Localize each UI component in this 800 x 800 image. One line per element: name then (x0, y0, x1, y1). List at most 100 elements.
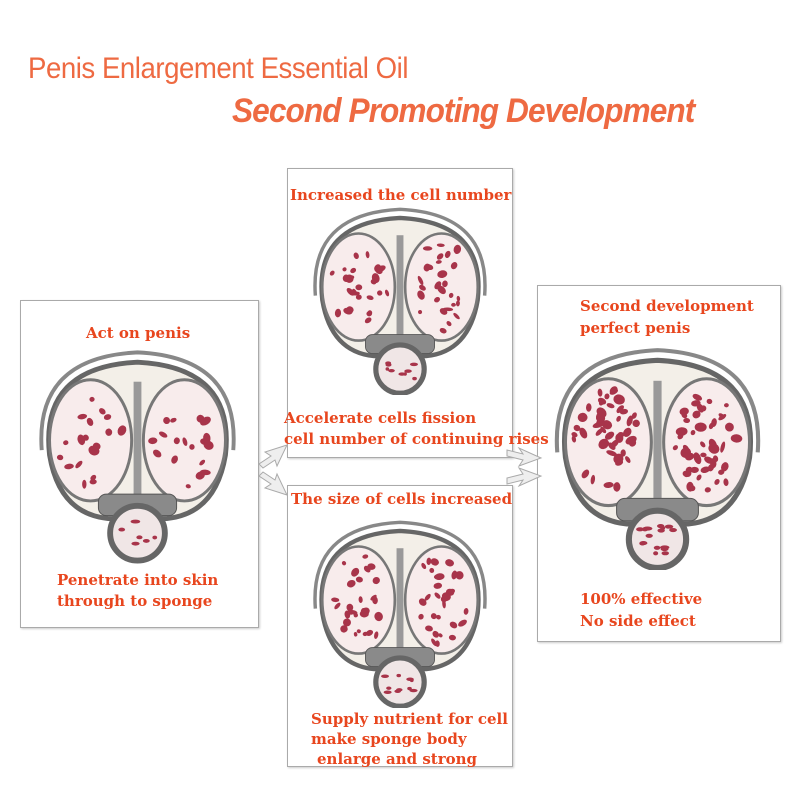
cell-mark (346, 306, 354, 313)
cell-mark (425, 625, 433, 632)
cell-mark (601, 420, 613, 430)
bottom-middle-label: The size of cells increased (291, 490, 513, 508)
cell-mark (430, 613, 437, 620)
cell-mark (700, 452, 707, 458)
cell-mark (359, 610, 369, 618)
cell-mark (721, 462, 729, 472)
cell-mark (692, 393, 703, 401)
cell-mark (195, 471, 205, 480)
cell-mark (700, 441, 706, 448)
cell-mark (453, 312, 460, 320)
cell-mark (448, 292, 454, 298)
cell-mark (433, 582, 443, 589)
cell-mark (730, 434, 743, 443)
cell-mark (429, 567, 435, 573)
cell-mark (171, 455, 178, 464)
cell-mark (370, 279, 377, 285)
cell-mark (64, 463, 74, 470)
cell-mark (362, 631, 368, 637)
cell-mark (700, 405, 707, 412)
cell-mark (700, 466, 711, 474)
cell-mark (438, 633, 443, 638)
cell-mark (683, 417, 691, 424)
cell-mark (446, 321, 452, 327)
cell-mark (432, 630, 440, 638)
cell-mark (598, 400, 604, 406)
cell-mark (346, 579, 356, 588)
cell-mark (384, 289, 390, 297)
cell-mark (600, 439, 610, 446)
cell-mark (353, 631, 358, 637)
cell-mark (89, 479, 97, 485)
cell-mark (436, 614, 441, 620)
cell-mark (334, 602, 341, 610)
cell-mark (421, 562, 427, 570)
cell-mark (455, 300, 460, 307)
cell-mark (173, 437, 180, 445)
cell-mark (185, 484, 191, 489)
cell-mark (451, 570, 458, 580)
cell-mark (616, 415, 621, 422)
cell-mark (625, 456, 631, 463)
cell-mark (90, 474, 97, 481)
cell-mark (681, 412, 688, 419)
cell-mark (435, 260, 442, 264)
cell-mark (418, 598, 427, 606)
header-subtitle: Second Promoting Development (232, 92, 695, 130)
cell-mark (365, 251, 370, 259)
cell-mark (442, 307, 454, 312)
cell-mark (714, 479, 720, 485)
cell-mark (632, 419, 640, 428)
cross-section-illustration-right (554, 348, 761, 570)
cell-mark (342, 267, 347, 272)
cell-mark (117, 425, 127, 436)
cell-mark (342, 274, 350, 283)
cell-mark (686, 481, 694, 492)
cell-mark (77, 413, 88, 420)
cell-mark (430, 558, 439, 566)
cell-mark (189, 444, 195, 450)
right-top-line2: perfect penis (580, 319, 691, 337)
cell-mark (86, 417, 94, 426)
bottom-middle-line1: Supply nutrient for cell (311, 710, 508, 728)
cell-mark (579, 427, 588, 439)
cell-mark (437, 270, 448, 278)
cell-mark (353, 252, 359, 260)
left-top-label: Act on penis (86, 324, 191, 342)
cell-mark (445, 588, 455, 596)
top-middle-label: Increased the cell number (290, 186, 512, 204)
cell-mark (367, 310, 373, 316)
cell-mark (581, 469, 590, 479)
cell-mark (456, 295, 461, 302)
cell-mark (449, 621, 458, 629)
right-bottom-line1: 100% effective (580, 590, 703, 608)
cell-mark (367, 563, 376, 570)
cell-mark (623, 427, 632, 437)
top-middle-line1: Accelerate cells fission (284, 409, 477, 427)
cross-section-illustration-bottom (313, 520, 487, 708)
cell-mark (426, 557, 432, 565)
cell-mark (723, 403, 729, 408)
cell-mark (690, 466, 699, 473)
cell-mark (672, 445, 678, 451)
right-top-line1: Second development (580, 297, 754, 315)
cell-mark (433, 573, 445, 580)
cell-mark (706, 398, 713, 405)
cell-mark (423, 263, 431, 272)
cell-mark (329, 270, 335, 276)
cell-mark (451, 302, 456, 307)
cell-mark (613, 453, 624, 465)
cell-mark (99, 408, 106, 415)
cell-mark (355, 294, 362, 300)
cell-mark (675, 427, 688, 436)
cell-mark (573, 424, 581, 432)
cell-mark (418, 613, 424, 620)
cell-mark (628, 439, 637, 447)
cell-mark (92, 442, 101, 450)
cell-mark (604, 393, 610, 400)
bottom-middle-line3: enlarge and strong (317, 750, 478, 768)
cell-mark (606, 450, 618, 457)
cell-mark (355, 284, 363, 291)
cell-mark (696, 474, 702, 481)
cell-mark (577, 412, 588, 422)
